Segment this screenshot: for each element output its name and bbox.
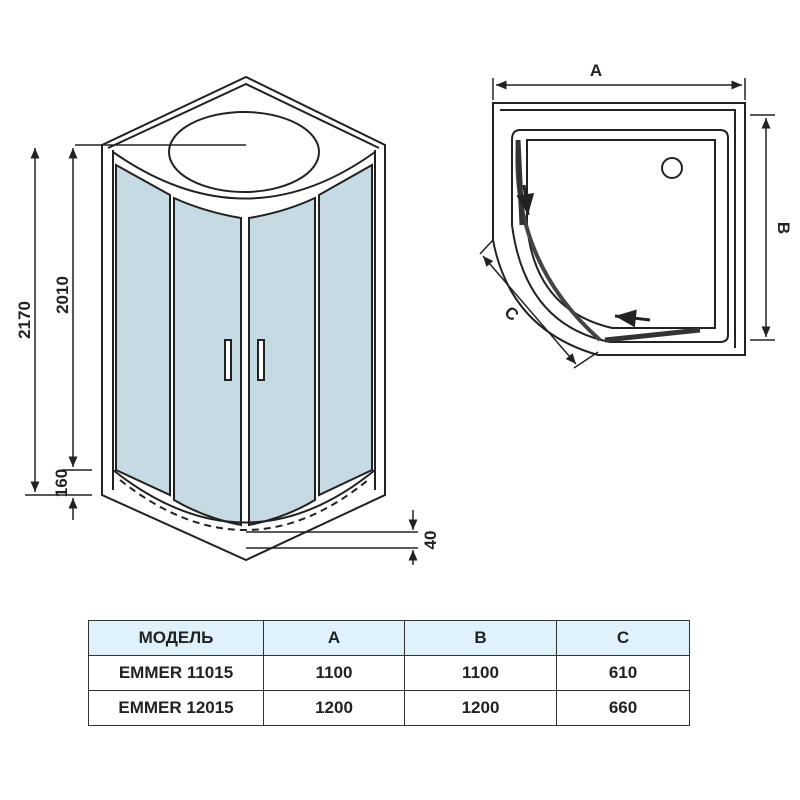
cell-c: 610	[556, 655, 690, 691]
door-label: C	[501, 303, 523, 325]
total-height-label: 2170	[15, 301, 34, 339]
header-b: B	[404, 620, 557, 656]
cabin-plan-view	[479, 102, 746, 369]
table-row: EMMER 11015 1100 1100 610	[88, 655, 690, 691]
tray-depth-label: 40	[421, 531, 440, 550]
cabin-front-view	[75, 75, 418, 562]
depth-label: B	[774, 222, 793, 234]
cell-model: EMMER 12015	[88, 690, 264, 726]
table-header-row: МОДЕЛЬ A B C	[88, 620, 690, 656]
table-row: EMMER 12015 1200 1200 660	[88, 690, 690, 726]
cell-model: EMMER 11015	[88, 655, 264, 691]
width-label: A	[590, 61, 602, 80]
model-dimensions-table: МОДЕЛЬ A B C EMMER 11015 1100 1100 610 E…	[88, 620, 690, 726]
cell-a: 1200	[263, 690, 405, 726]
header-model: МОДЕЛЬ	[88, 620, 264, 656]
plan-dimensions	[482, 78, 775, 365]
cabin-height-label: 2010	[53, 276, 72, 314]
cell-b: 1100	[404, 655, 557, 691]
header-a: A	[263, 620, 405, 656]
cell-a: 1100	[263, 655, 405, 691]
cell-c: 660	[556, 690, 690, 726]
header-c: C	[556, 620, 690, 656]
cell-b: 1200	[404, 690, 557, 726]
tray-height-label: 160	[52, 469, 71, 497]
height-dimensions	[25, 148, 418, 565]
